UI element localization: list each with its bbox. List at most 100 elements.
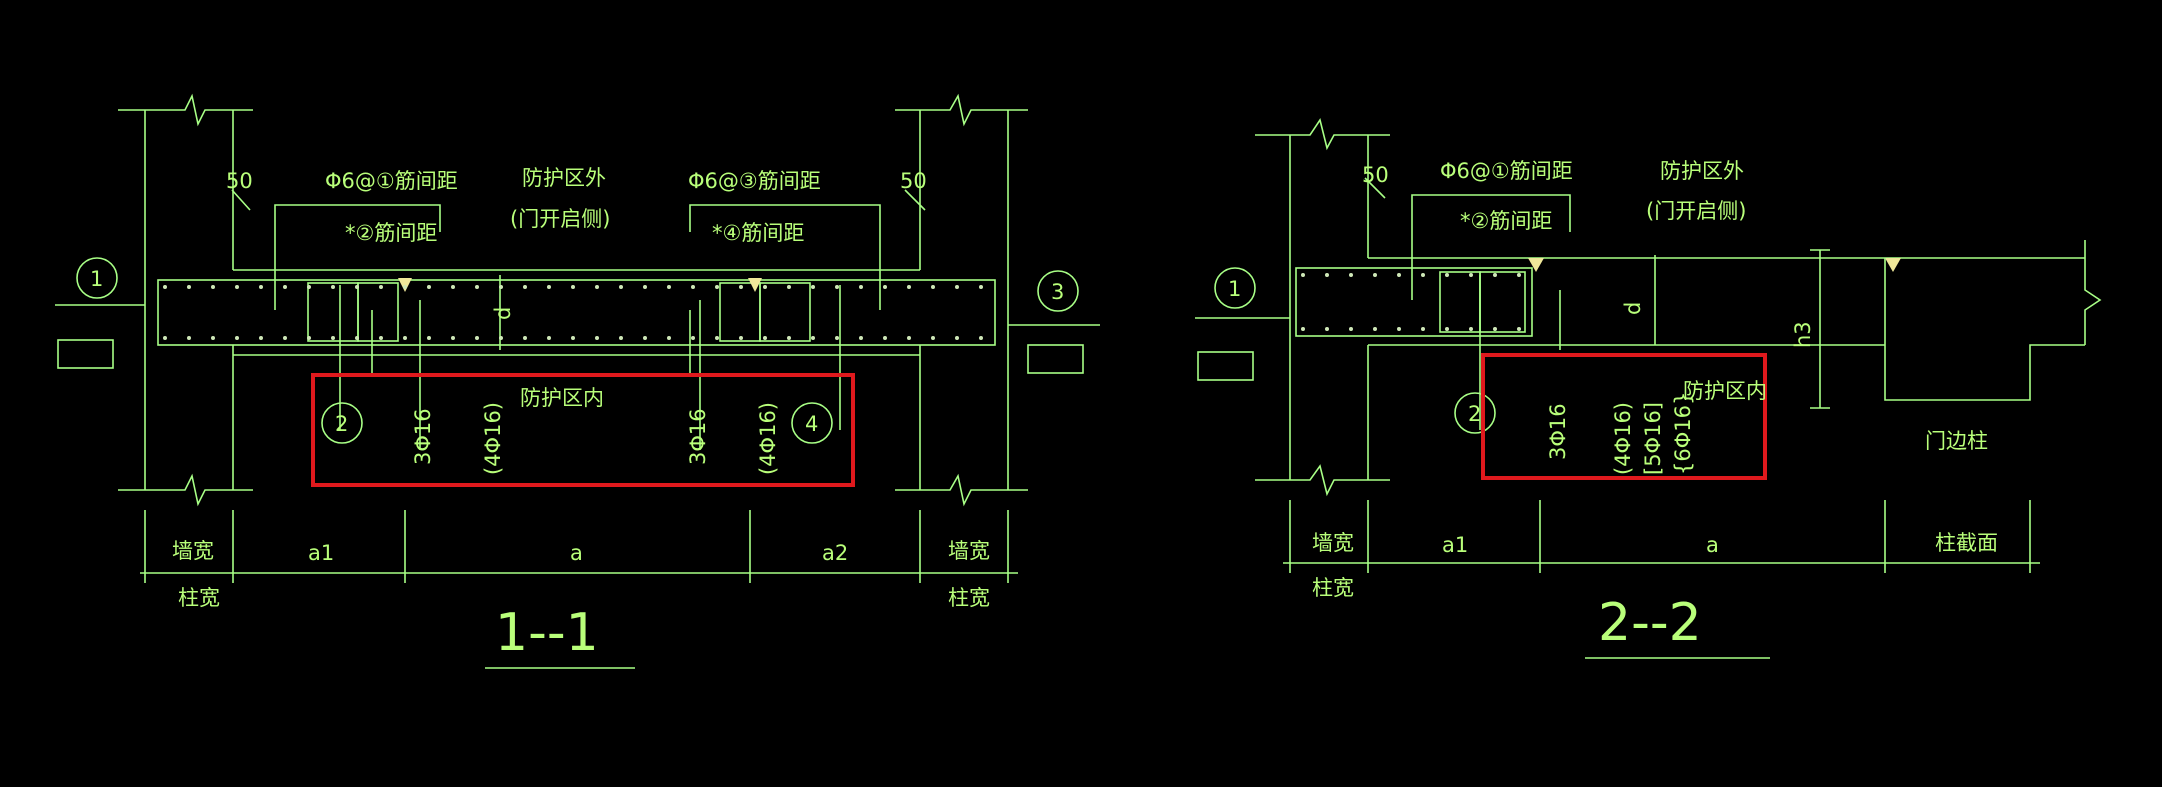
highlight-box-1 [311,373,855,487]
rebar-dot [259,285,263,289]
rebar-dot [283,285,287,289]
rebar-dot [619,285,623,289]
rebar-alt3-s2: {6Φ16} [1671,392,1695,475]
dim-50-left: 50 [226,169,253,193]
grid-bubble-1-s2 [1214,267,1256,309]
dim-d-s2: d [1621,302,1645,315]
beam-2 [1295,240,2102,401]
stirrup-label-1-s2: Φ6@①筋间距 [1440,159,1573,183]
section-title-1: 1--1 [495,603,599,663]
rebar-dot [211,336,215,340]
rebar-dot [1493,327,1497,331]
rebar-dot [211,285,215,289]
rebar-dot [379,285,383,289]
rebar-dot [1301,327,1305,331]
rebar-dot [1349,273,1353,277]
rebar-dot [1349,327,1353,331]
rebar-dot [1445,273,1449,277]
dim-col-width-left: 柱宽 [178,586,220,610]
bubble-3-label: 3 [1051,280,1064,304]
outer-zone-label-s2: 防护区外 [1660,159,1744,183]
dim-h3: h3 [1791,321,1815,348]
rebar-dot [235,285,239,289]
dimension-line-2 [1283,177,2040,659]
dim-a: a [570,541,583,565]
rebar-dot [1517,327,1521,331]
rebar-dot [499,336,503,340]
rebar-dot [1469,327,1473,331]
rebar-dot [955,285,959,289]
rebar-dot [595,285,599,289]
rebar-left-count: 3Φ16 [411,408,435,465]
outer-zone-note-s2: (门开启侧) [1646,199,1746,223]
rebar-dot [1517,273,1521,277]
rebar-dot [715,336,719,340]
rebar-dot [907,336,911,340]
dim-d: d [491,307,515,320]
rebar-dot [1373,273,1377,277]
rebar-dot [787,336,791,340]
rebar-dot [667,285,671,289]
dim-a-s2: a [1706,533,1719,557]
stirrup-spacing-4: *④筋间距 [712,221,804,245]
rebar-dot [1445,327,1449,331]
rebar-dot [355,285,359,289]
rebar-dots [163,273,1521,340]
rebar-dot [259,336,263,340]
rebar-dot [499,285,503,289]
rebar-dot [163,285,167,289]
dim-a1: a1 [308,541,334,565]
grid-bubbles-2 [1195,267,1496,434]
bubble-1-label-s2: 1 [1228,277,1241,301]
rebar-dot [1493,273,1497,277]
rebar-dot [811,336,815,340]
section-1-1: Φ6@①筋间距 *②筋间距 Φ6@③筋间距 *④筋间距 防护区外 (门开启侧) … [55,93,1100,669]
dim-wall-width-right: 墙宽 [948,539,990,563]
dim-wall-width-left: 墙宽 [172,539,214,563]
rebar-dot [595,336,599,340]
rebar-dot [1469,273,1473,277]
rebar-bubble-2 [321,402,363,444]
inner-zone-label: 防护区内 [520,386,604,410]
bubble-2-label-s2: 2 [1468,402,1481,426]
grid-bubble-1-left [76,257,118,299]
rebar-alt1-s2: (4Φ16) [1611,402,1635,475]
lintel-beam [157,269,996,356]
rebar-dot [979,336,983,340]
rebar-dot [1301,273,1305,277]
rebar-dot [187,336,191,340]
rebar-dot [187,285,191,289]
dim-50-s2: 50 [1362,163,1389,187]
rebar-dot [883,336,887,340]
wall-2 [1255,118,1390,497]
rebar-dot [403,336,407,340]
rebar-dot [403,285,407,289]
dimension-line-1 [140,189,1018,669]
outer-zone-label: 防护区外 [522,166,606,190]
rebar-dot [1325,273,1329,277]
door-column-label: 门边柱 [1925,429,1988,453]
rebar-right-count: 3Φ16 [686,408,710,465]
grid-bubbles-1 [55,257,1100,444]
rebar-dot [811,285,815,289]
rebar-dot [523,285,527,289]
rebar-dot [523,336,527,340]
rebar-dot [667,336,671,340]
right-wall [895,93,1028,507]
rebar-dot [307,336,311,340]
stirrup-label-1: Φ6@①筋间距 [325,169,458,193]
dim-wall-width-s2: 墙宽 [1312,531,1354,555]
rebar-dot [1397,327,1401,331]
rebar-dot [715,285,719,289]
rebar-dot [763,285,767,289]
rebar-dot [1421,273,1425,277]
dim-col-width-s2: 柱宽 [1312,576,1354,600]
rebar-dot [547,336,551,340]
bubble-4-label: 4 [805,412,818,436]
rebar-dot [835,285,839,289]
grid-bubble-3-right [1037,270,1079,312]
rebar-bubble-2-s2 [1454,392,1496,434]
dim-col-section: 柱截面 [1935,531,1998,555]
bubble-2-label: 2 [335,412,348,436]
